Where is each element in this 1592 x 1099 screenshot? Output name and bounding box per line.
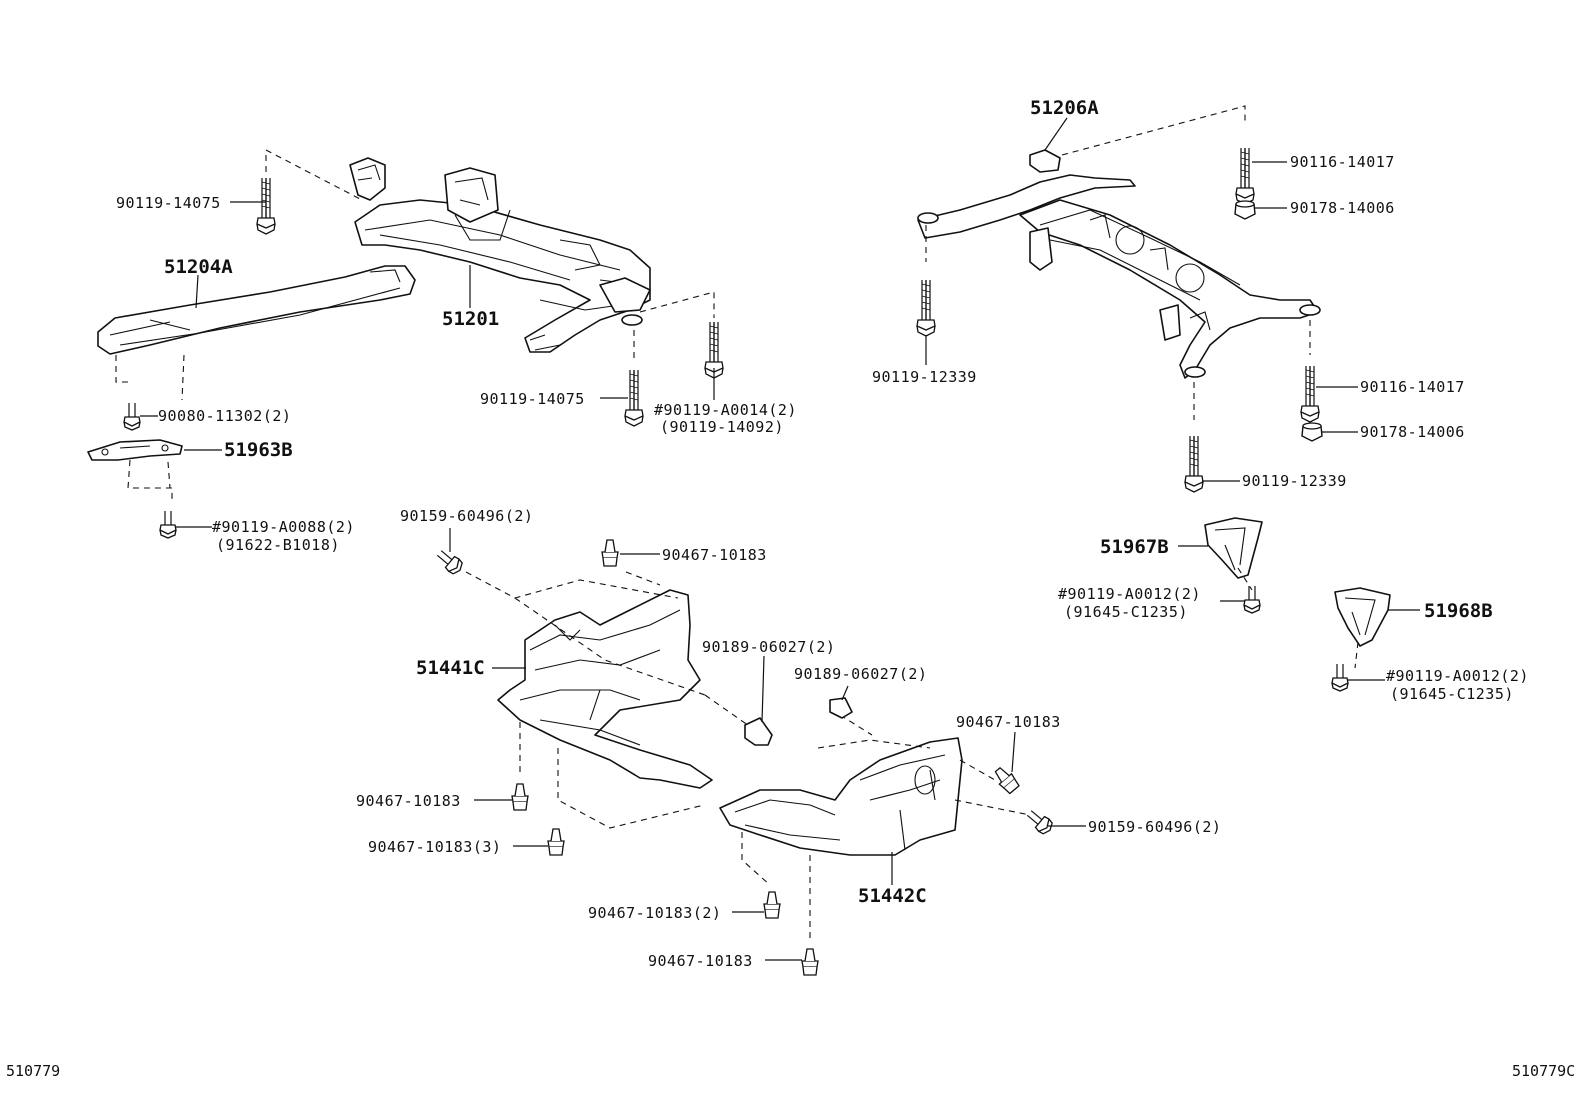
label-90080-11302: 90080-11302(2) bbox=[158, 407, 291, 425]
label-90119-14075-mid: 90119-14075 bbox=[480, 390, 585, 408]
label-51204A: 51204A bbox=[164, 256, 233, 278]
bracket-51967B-drawing bbox=[1204, 517, 1263, 579]
label-90119-12339-right: 90119-12339 bbox=[1242, 472, 1347, 490]
label-51441C: 51441C bbox=[416, 657, 485, 679]
label-51963B: 51963B bbox=[224, 439, 293, 461]
front-crossmember-drawing bbox=[349, 157, 651, 353]
label-90119-14075-top: 90119-14075 bbox=[116, 194, 221, 212]
label-90467-10183-2: 90467-10183(2) bbox=[588, 904, 721, 922]
label-90119-12339-left: 90119-12339 bbox=[872, 368, 977, 386]
fasteners bbox=[123, 147, 1349, 976]
label-90159-60496-top: 90159-60496(2) bbox=[400, 507, 533, 525]
label-91622-B1018: (91622-B1018) bbox=[216, 536, 340, 554]
label-51201: 51201 bbox=[442, 308, 499, 330]
bracket-51968B-drawing bbox=[1334, 587, 1391, 647]
label-90467-10183-bottom: 90467-10183 bbox=[648, 952, 753, 970]
label-51967B: 51967B bbox=[1100, 536, 1169, 558]
dashed-assembly-lines bbox=[115, 105, 1359, 940]
label-90119-A0014: #90119-A0014(2) bbox=[654, 401, 797, 419]
bracket-51963B-drawing bbox=[87, 439, 183, 461]
label-90467-10183-3: 90467-10183(3) bbox=[368, 838, 501, 856]
caption-right: 510779C bbox=[1512, 1062, 1575, 1080]
under-cover-51442C-drawing bbox=[719, 737, 963, 856]
label-51206A: 51206A bbox=[1030, 97, 1099, 119]
rear-crossmember-drawing bbox=[917, 149, 1321, 379]
label-51442C: 51442C bbox=[858, 885, 927, 907]
label-90467-10183-top: 90467-10183 bbox=[662, 546, 767, 564]
label-91645-C1235-a: (91645-C1235) bbox=[1064, 603, 1188, 621]
label-90467-10183-left: 90467-10183 bbox=[356, 792, 461, 810]
label-90119-A0012-a: #90119-A0012(2) bbox=[1058, 585, 1201, 603]
caption-left: 510779 bbox=[6, 1062, 60, 1080]
label-90119-14092: (90119-14092) bbox=[660, 418, 784, 436]
label-90178-14006-top: 90178-14006 bbox=[1290, 199, 1395, 217]
label-90119-A0088: #90119-A0088(2) bbox=[212, 518, 355, 536]
label-51968B: 51968B bbox=[1424, 600, 1493, 622]
label-90189-06027-a: 90189-06027(2) bbox=[702, 638, 835, 656]
label-90189-06027-b: 90189-06027(2) bbox=[794, 665, 927, 683]
leader-lines bbox=[140, 117, 1420, 961]
label-91645-C1235-b: (91645-C1235) bbox=[1390, 685, 1514, 703]
label-90116-14017-top: 90116-14017 bbox=[1290, 153, 1395, 171]
label-90116-14017-bottom: 90116-14017 bbox=[1360, 378, 1465, 396]
label-90119-A0012-b: #90119-A0012(2) bbox=[1386, 667, 1529, 685]
label-90159-60496-bottom: 90159-60496(2) bbox=[1088, 818, 1221, 836]
label-90178-14006-bottom: 90178-14006 bbox=[1360, 423, 1465, 441]
under-cover-51441C-drawing bbox=[497, 589, 713, 789]
label-90467-10183-right: 90467-10183 bbox=[956, 713, 1061, 731]
front-brace-drawing bbox=[97, 265, 416, 355]
